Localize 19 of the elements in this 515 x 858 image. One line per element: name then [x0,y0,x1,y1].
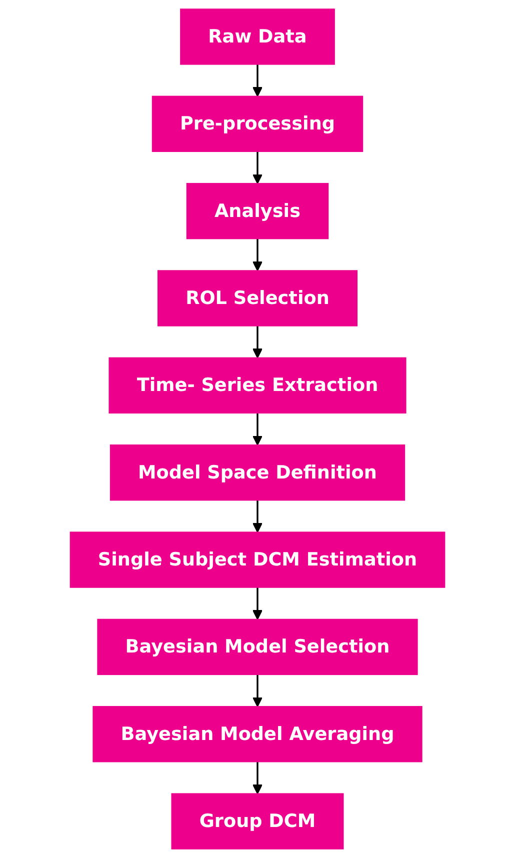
node-box: ROL Selection [157,270,358,326]
arrow [252,762,263,794]
node-box: Pre-processing [152,96,364,152]
arrow [252,412,263,446]
node-box: Model Space Definition [110,444,406,501]
node-box: Analysis [186,182,329,240]
arrow [252,151,263,184]
node-box: Time- Series Extraction [108,357,406,414]
arrow [252,238,263,272]
node-box: Bayesian Model Selection [97,618,418,676]
arrow [252,326,263,358]
arrow [252,500,263,533]
node-box: Single Subject DCM Estimation [70,532,446,588]
node-box: Raw Data [180,8,335,65]
node-box: Group DCM [171,793,344,850]
node-box: Bayesian Model Averaging [92,706,422,762]
arrow [252,674,263,708]
arrow [252,64,263,97]
arrow [252,587,263,620]
